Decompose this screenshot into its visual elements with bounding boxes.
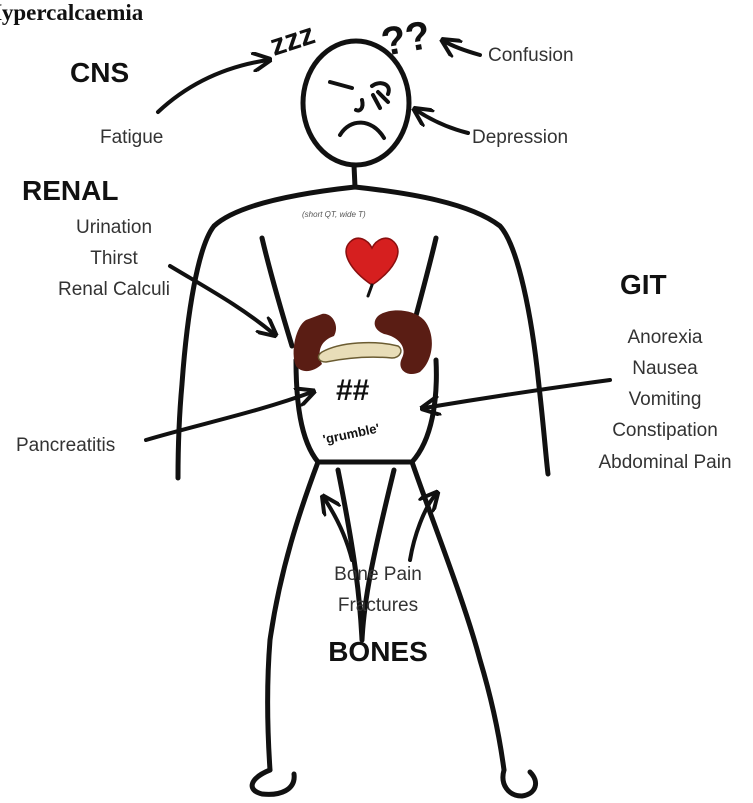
git-arrow <box>424 380 610 408</box>
cns-label: CNS <box>70 57 129 88</box>
face <box>330 82 389 138</box>
neck <box>354 165 355 187</box>
bones-label: BONES <box>328 636 428 667</box>
confusion-arrow <box>444 41 480 55</box>
git-item-nausea: Nausea <box>632 358 698 379</box>
depression-arrow <box>416 110 468 133</box>
stick-figure <box>178 41 548 796</box>
heart-icon <box>346 238 398 285</box>
bones-item-fractures: Fractures <box>338 595 418 616</box>
pancreas-icon <box>319 343 401 362</box>
pancreatitis-arrow <box>146 392 312 440</box>
renal-item-pancreatitis: Pancreatitis <box>16 435 115 456</box>
renal-item-calculi: Renal Calculi <box>58 279 170 300</box>
git-item-vomiting: Vomiting <box>629 389 702 410</box>
git-item-abdominal-pain: Abdominal Pain <box>598 452 731 473</box>
stomach-sound: 'grumble' <box>322 420 381 447</box>
git-label: GIT <box>620 269 667 300</box>
cns-item-confusion: Confusion <box>488 45 574 66</box>
bones-item-bone-pain: Bone Pain <box>334 564 422 585</box>
diagram-title: Hypercalcaemia <box>0 0 144 25</box>
git-item-anorexia: Anorexia <box>628 327 703 348</box>
renal-item-thirst: Thirst <box>90 248 138 269</box>
git-item-constipation: Constipation <box>612 420 718 441</box>
bone-arrow-right <box>410 494 436 560</box>
cns-arrow <box>158 60 268 112</box>
left-foot <box>252 770 294 794</box>
right-kidney-icon <box>375 310 432 374</box>
left-leg <box>268 462 318 770</box>
nose <box>356 100 363 111</box>
renal-item-urination: Urination <box>76 217 152 238</box>
cns-item-depression: Depression <box>472 127 568 148</box>
right-foot <box>503 770 536 796</box>
cheek-scribble <box>373 92 388 108</box>
confusion-mark: ?? <box>378 13 434 65</box>
ecg-note: (short QT, wide T) <box>302 210 366 219</box>
stomach-mark: ## <box>336 374 370 407</box>
sleep-mark: zzz <box>266 17 319 62</box>
renal-label: RENAL <box>22 175 118 206</box>
left-kidney-icon <box>294 314 336 371</box>
cns-item-fatigue: Fatigue <box>100 127 163 148</box>
arrows <box>146 41 610 560</box>
heart-vessel <box>368 285 372 296</box>
frown-mouth <box>340 123 384 138</box>
left-eyebrow <box>330 82 352 88</box>
